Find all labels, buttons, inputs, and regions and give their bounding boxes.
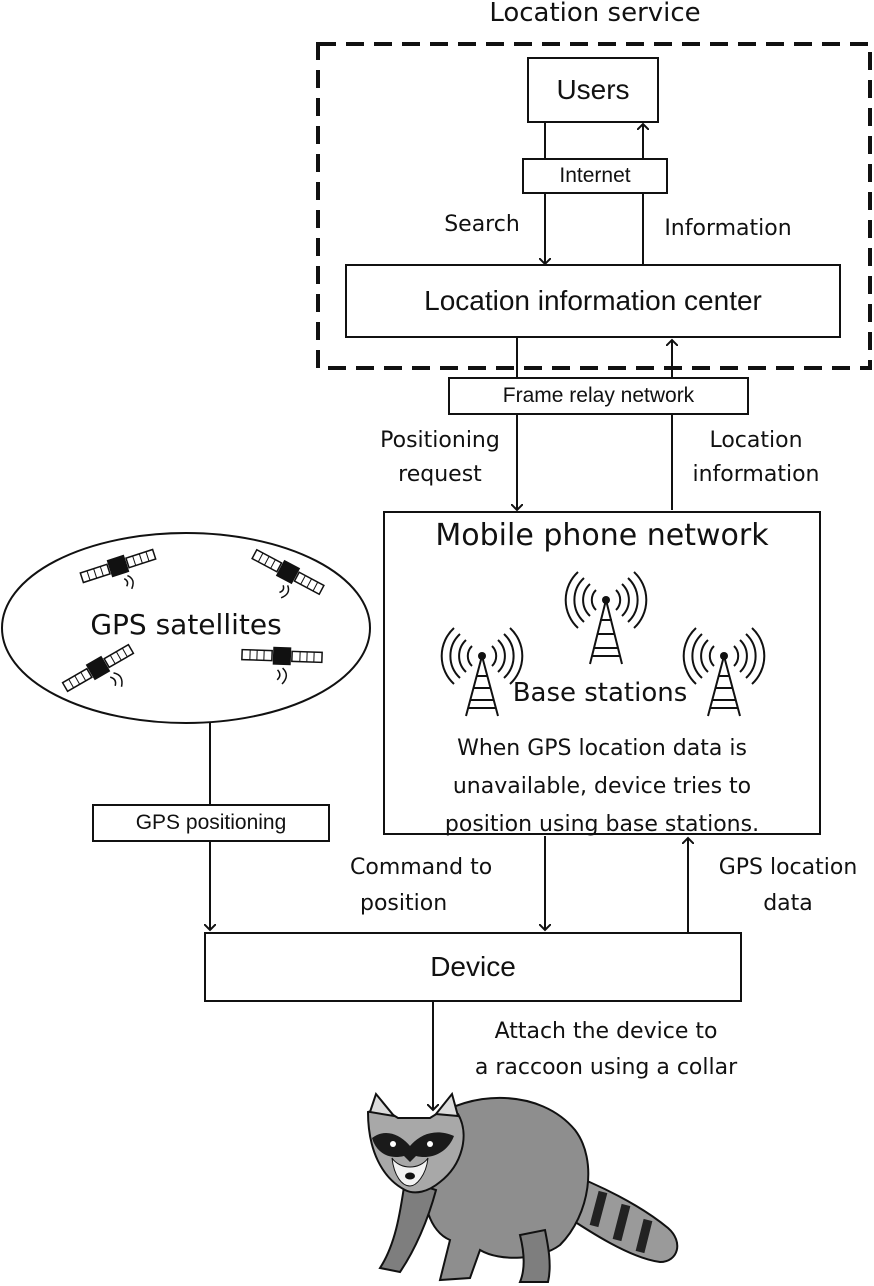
positioning-request-line-1: Positioning	[380, 428, 500, 453]
mobile-note-line-1: When GPS location data is	[457, 736, 747, 761]
mobile-note-line-3: position using base stations.	[444, 812, 760, 837]
frame-relay-label: Frame relay network	[502, 384, 695, 407]
internet-label: Internet	[559, 164, 631, 187]
gps-location-data-line-2: data	[763, 891, 813, 916]
base-station-icon	[440, 627, 524, 717]
location-service-title: Location service	[489, 0, 701, 28]
raccoon-illustration	[366, 1091, 679, 1283]
device-box: Device	[204, 932, 742, 1002]
command-line-1: Command to	[350, 855, 493, 880]
gps-satellites-label: GPS satellites	[90, 608, 282, 641]
command-to-position-label: Command to position	[350, 850, 526, 922]
gps-positioning-label: GPS positioning	[135, 811, 287, 834]
mobile-note-line-2: unavailable, device tries to	[452, 774, 752, 799]
location-information-line-1: Location	[709, 428, 803, 453]
satellite-icon	[241, 646, 323, 685]
attach-note-line-2: a raccoon using a collar	[474, 1055, 738, 1080]
command-line-2: position	[360, 891, 448, 916]
base-station-icon	[682, 627, 766, 717]
location-service-region	[316, 42, 872, 370]
gps-location-data-line-1: GPS location	[718, 855, 858, 880]
location-information-center-label: Location information center	[424, 285, 762, 316]
positioning-request-label: Positioning request	[360, 424, 520, 492]
information-label: Information	[664, 216, 792, 241]
mobile-network-title: Mobile phone network	[435, 518, 769, 553]
satellite-icon	[251, 548, 325, 599]
satellite-icon	[79, 548, 157, 590]
satellite-icon	[61, 643, 135, 693]
gps-positioning-box: GPS positioning	[92, 804, 330, 842]
base-stations-label: Base stations	[512, 678, 688, 708]
positioning-request-line-2: request	[398, 462, 482, 487]
location-information-label: Location information	[676, 424, 836, 492]
gps-location-data-label: GPS location data	[706, 850, 870, 922]
location-information-line-2: information	[692, 462, 820, 487]
users-box: Users	[527, 57, 659, 123]
attach-note-line-1: Attach the device to	[494, 1019, 718, 1044]
location-information-center-box: Location information center	[345, 264, 841, 338]
frame-relay-box: Frame relay network	[448, 377, 749, 415]
internet-box: Internet	[522, 158, 668, 194]
device-label: Device	[430, 951, 516, 982]
mobile-network-note: When GPS location data is unavailable, d…	[394, 730, 810, 844]
search-label: Search	[444, 212, 520, 237]
base-station-icon	[564, 571, 648, 665]
users-label: Users	[556, 74, 630, 105]
attach-note: Attach the device to a raccoon using a c…	[446, 1014, 766, 1086]
